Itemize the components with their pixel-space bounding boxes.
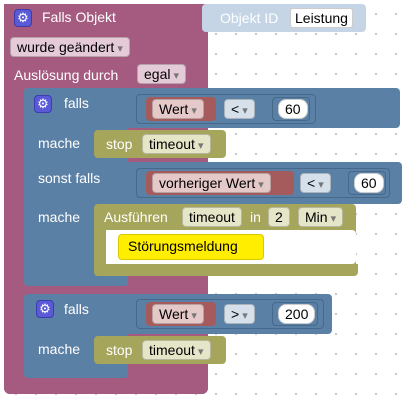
if2-mache-label: mache [38, 341, 81, 357]
stoerungsmeldung-block[interactable] [118, 234, 264, 260]
if1-ausfuehren-bottom [94, 264, 358, 276]
settings-gear-icon[interactable]: ⚙ [14, 9, 32, 27]
if1-cond2-op-dropdown[interactable]: < [300, 173, 331, 193]
ausloesung-dropdown[interactable]: egal [137, 64, 187, 84]
stoerungsmeldung-text: Störungsmeldung [128, 238, 238, 254]
falls-objekt-bottom-right [4, 380, 208, 394]
if1-falls-label: falls [64, 95, 89, 111]
if1-mache-label: mache [38, 135, 81, 151]
if1-delay-field[interactable]: 2 [268, 207, 290, 227]
if1-sonst-falls-label: sonst falls [38, 170, 101, 186]
falls-objekt-notch [4, 4, 208, 34]
if1-cond1-var-dropdown[interactable]: Wert [152, 99, 204, 119]
if1-stop-label: stop [106, 136, 133, 152]
ausloesung-label: Auslösung durch [14, 67, 119, 83]
if2-falls-label: falls [64, 301, 89, 317]
if1-stop-timer-dropdown[interactable]: timeout [142, 134, 211, 154]
settings-gear-icon[interactable]: ⚙ [36, 300, 54, 318]
if2-var-dropdown[interactable]: Wert [152, 304, 204, 324]
objekt-id-label: Objekt ID [220, 10, 279, 26]
falls-objekt-title: Falls Objekt [42, 9, 116, 25]
objekt-id-value-field[interactable]: Leistung [290, 8, 353, 28]
trigger-dropdown[interactable]: wurde geändert [10, 37, 130, 57]
if1-in-label: in [250, 209, 261, 225]
settings-gear-icon[interactable]: ⚙ [34, 95, 52, 113]
if2-op-dropdown[interactable]: > [224, 304, 255, 324]
if1-cond2-number-field[interactable]: 60 [354, 173, 384, 193]
if2-number-field[interactable]: 200 [278, 304, 316, 324]
if1-cond1-op-dropdown[interactable]: < [224, 99, 255, 119]
if1-timer-name-field[interactable]: timeout [182, 207, 242, 227]
if1-cond1-number-field[interactable]: 60 [278, 99, 308, 119]
if1-mache2-label: mache [38, 209, 81, 225]
if2-stop-label: stop [106, 342, 133, 358]
if2-stop-timer-dropdown[interactable]: timeout [142, 340, 211, 360]
if1-cond2-var-dropdown[interactable]: vorheriger Wert [152, 173, 271, 193]
if1-ausfuehren-label: Ausführen [104, 209, 168, 225]
if1-unit-dropdown[interactable]: Min [298, 207, 344, 227]
